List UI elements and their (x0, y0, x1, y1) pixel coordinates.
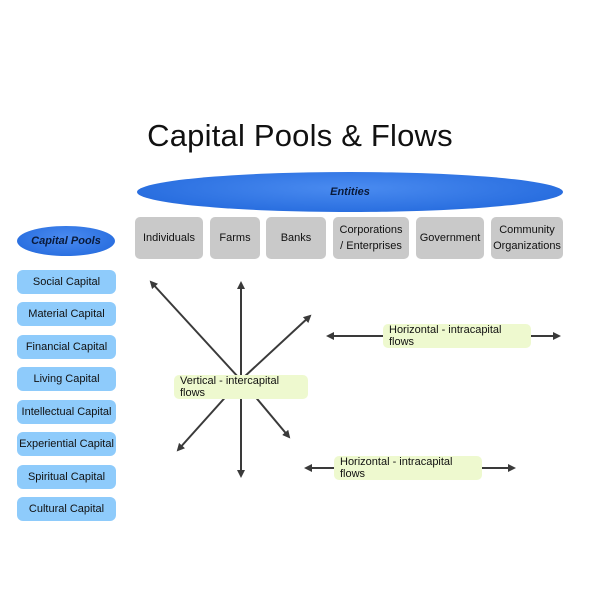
pool-label: Intellectual Capital (21, 406, 112, 418)
horizontal-flow-label-top: Horizontal - intracapital flows (383, 324, 531, 348)
vertical-flow-label: Vertical - intercapital flows (174, 375, 308, 399)
entity-government: Government (416, 217, 484, 259)
entity-label: Individuals (143, 232, 195, 244)
entity-corporations: Corporations / Enterprises (333, 217, 409, 259)
entity-community-organizations: Community Organizations (491, 217, 563, 259)
entity-label: Community Organizations (493, 224, 561, 252)
pool-label: Cultural Capital (28, 503, 105, 515)
pool-social-capital: Social Capital (17, 270, 116, 294)
vertical-flow-text: Vertical - intercapital flows (180, 375, 280, 399)
horizontal-flow-label-bottom: Horizontal - intracapital flows (334, 456, 482, 480)
entity-label: Government (419, 232, 481, 244)
entity-label: Corporations / Enterprises (339, 224, 403, 252)
diagonal-arrow-upright (242, 314, 312, 379)
pool-label: Spiritual Capital (27, 471, 106, 483)
pool-label: Financial Capital (25, 341, 108, 353)
entity-farms: Farms (210, 217, 260, 259)
entity-label: Banks (280, 232, 312, 244)
pool-living-capital: Living Capital (17, 367, 116, 391)
diagonal-arrow-upleft (149, 280, 240, 379)
pool-financial-capital: Financial Capital (17, 335, 116, 359)
entity-label: Farms (219, 232, 251, 244)
pool-material-capital: Material Capital (17, 302, 116, 326)
capital-pools-header: Capital Pools (17, 226, 115, 256)
pool-spiritual-capital: Spiritual Capital (17, 465, 116, 489)
capital-pools-header-label: Capital Pools (31, 235, 101, 247)
horizontal-flow-text-top: Horizontal - intracapital flows (389, 324, 502, 348)
pool-label: Experiential Capital (19, 438, 114, 450)
entities-banner: Entities (137, 172, 563, 212)
entity-individuals: Individuals (135, 217, 203, 259)
horizontal-flow-text-bottom: Horizontal - intracapital flows (340, 456, 453, 480)
pool-cultural-capital: Cultural Capital (17, 497, 116, 521)
pool-label: Social Capital (32, 276, 101, 288)
pool-label: Material Capital (28, 308, 105, 320)
entities-header: Entities (330, 186, 370, 198)
pool-intellectual-capital: Intellectual Capital (17, 400, 116, 424)
page-title: Capital Pools & Flows (147, 118, 453, 153)
pool-experiential-capital: Experiential Capital (17, 432, 116, 456)
pool-label: Living Capital (33, 373, 100, 385)
entity-banks: Banks (266, 217, 326, 259)
